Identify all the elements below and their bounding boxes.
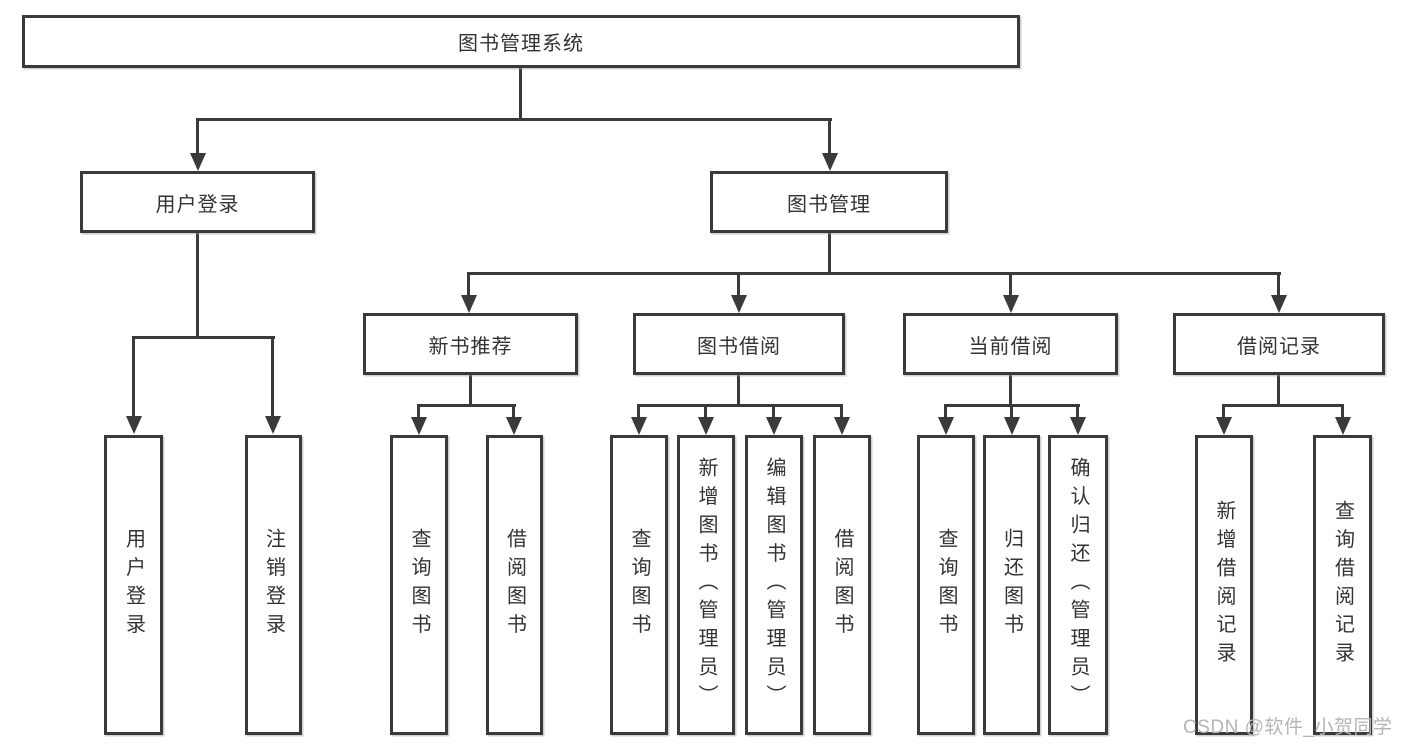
arrow-down-icon	[265, 416, 281, 434]
box-borrowing-records: 借阅记录	[1173, 313, 1385, 375]
connector-recommend-stub-1	[417, 404, 420, 418]
leaf-borrow-borrow-books: 借阅图书	[813, 435, 871, 735]
csdn-watermark: CSDN @软件_小贺同学	[1183, 717, 1393, 738]
connector-records-stub-2	[1341, 404, 1344, 418]
connector-root-stub-left	[196, 118, 199, 154]
connector-mgmt-stub-3	[1009, 272, 1012, 296]
arrow-down-icon	[1271, 295, 1287, 313]
leaf-user-login: 用户登录	[104, 435, 163, 735]
arrow-down-icon	[506, 417, 522, 435]
arrow-down-icon	[411, 417, 427, 435]
box-new-book-recommendation: 新书推荐	[363, 313, 578, 375]
connector-borrow-stub-4	[840, 404, 843, 418]
connector-current-stub-1	[944, 404, 947, 418]
leaf-logout-login: 注销登录	[245, 435, 302, 735]
connector-borrow-hline	[637, 404, 843, 407]
arrow-down-icon	[126, 416, 142, 434]
connector-mgmt-stub-4	[1277, 272, 1280, 296]
connector-borrow-stub-2	[704, 404, 707, 418]
connector-recommend-stem	[469, 375, 472, 407]
arrow-down-icon	[1003, 295, 1019, 313]
connector-records-hline	[1222, 404, 1344, 407]
leaf-borrow-edit-books-admin: 编辑图书（管理员）	[745, 435, 803, 735]
connector-borrow-stem	[737, 375, 740, 407]
connector-recommend-stub-2	[512, 404, 515, 418]
leaf-current-query-books: 查询图书	[917, 435, 975, 735]
leaf-records-query-record: 查询借阅记录	[1313, 435, 1372, 735]
arrow-down-icon	[822, 153, 838, 171]
leaf-current-confirm-return-admin: 确认归还（管理员）	[1048, 435, 1108, 735]
connector-mgmt-hline	[467, 272, 1281, 275]
leaf-recommend-query-books: 查询图书	[390, 435, 448, 735]
connector-recommend-hline	[417, 404, 516, 407]
arrow-down-icon	[461, 295, 477, 313]
connector-mgmt-stub-2	[737, 272, 740, 296]
arrow-down-icon	[190, 153, 206, 171]
connector-user-stub-2	[271, 336, 274, 417]
arrow-down-icon	[766, 417, 782, 435]
box-current-borrowing: 当前借阅	[903, 313, 1118, 375]
connector-records-stem	[1277, 375, 1280, 407]
connector-user-hline	[132, 336, 275, 339]
connector-user-stub-1	[132, 336, 135, 417]
arrow-down-icon	[834, 417, 850, 435]
connector-root-stem	[519, 68, 522, 120]
leaf-recommend-borrow-books: 借阅图书	[486, 435, 543, 735]
arrow-down-icon	[1004, 417, 1020, 435]
arrow-down-icon	[1216, 417, 1232, 435]
leaf-records-add-record: 新增借阅记录	[1195, 435, 1253, 735]
arrow-down-icon	[731, 295, 747, 313]
connector-current-stub-3	[1076, 404, 1079, 418]
connector-borrow-stub-1	[637, 404, 640, 418]
arrow-down-icon	[938, 417, 954, 435]
box-book-management: 图书管理	[710, 171, 948, 233]
box-user-login-branch: 用户登录	[80, 171, 315, 233]
connector-current-stem	[1009, 375, 1012, 407]
connector-borrow-stub-3	[772, 404, 775, 418]
arrow-down-icon	[1335, 417, 1351, 435]
connector-root-stub-right	[828, 118, 831, 154]
arrow-down-icon	[631, 417, 647, 435]
leaf-current-return-books: 归还图书	[983, 435, 1040, 735]
connector-records-stub-1	[1222, 404, 1225, 418]
connector-root-hline	[196, 118, 832, 121]
box-book-borrowing: 图书借阅	[633, 313, 845, 375]
connector-mgmt-stem	[828, 233, 831, 275]
connector-user-stem	[196, 233, 199, 339]
connector-mgmt-stub-1	[467, 272, 470, 296]
connector-current-stub-2	[1010, 404, 1013, 418]
box-library-system: 图书管理系统	[22, 15, 1020, 68]
leaf-borrow-add-books-admin: 新增图书（管理员）	[677, 435, 735, 735]
arrow-down-icon	[698, 417, 714, 435]
leaf-borrow-query-books: 查询图书	[610, 435, 668, 735]
arrow-down-icon	[1070, 417, 1086, 435]
